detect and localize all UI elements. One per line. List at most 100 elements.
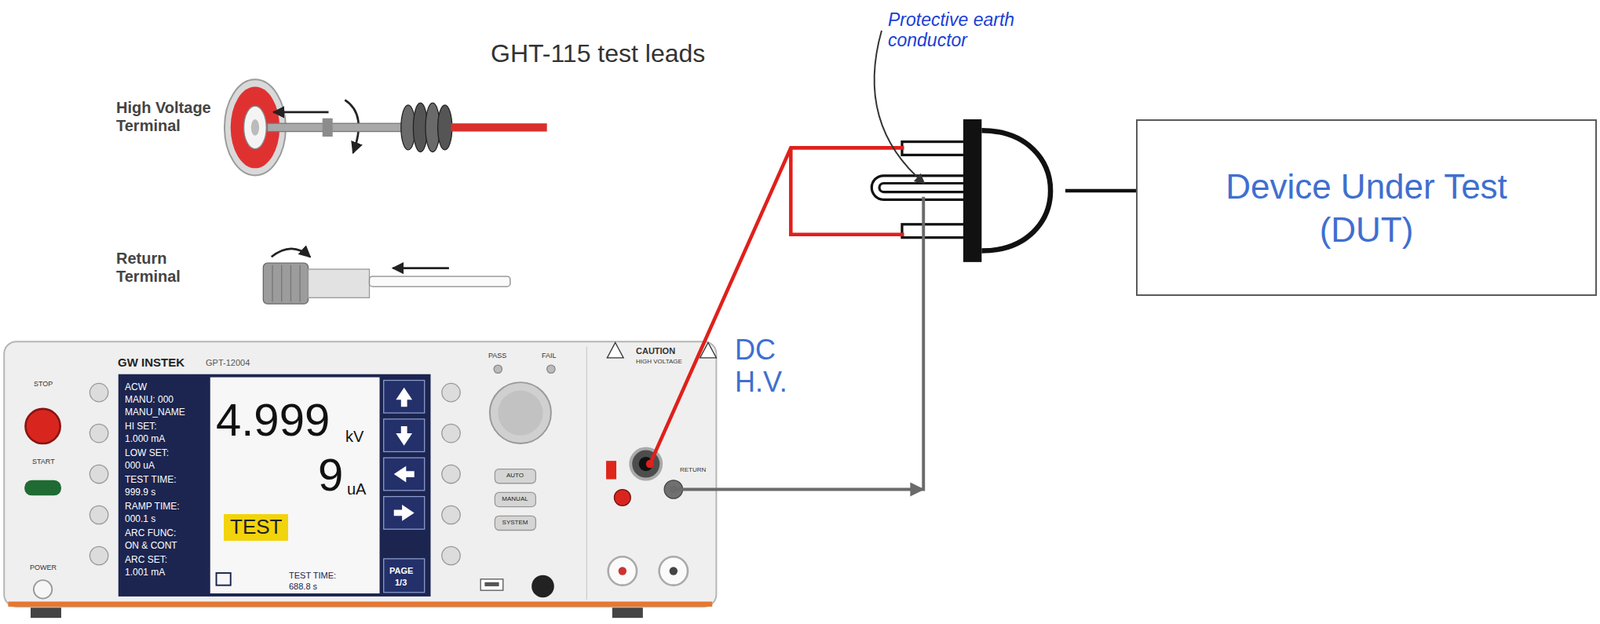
mains-plug <box>963 119 982 263</box>
safety-analyzer <box>30 607 62 618</box>
safety-analyzer <box>618 566 627 575</box>
safety-analyzer <box>489 382 552 444</box>
terminal-label: Return Terminal <box>116 249 219 286</box>
button-label: PAGE <box>389 566 413 577</box>
safety-analyzer <box>612 607 643 618</box>
unit-label: uA <box>347 480 366 499</box>
safety-analyzer <box>89 505 108 524</box>
high-voltage-wire <box>646 147 905 468</box>
voltage-label: DC H.V. <box>734 333 810 399</box>
screen-text: LOW SET: <box>124 448 169 460</box>
test-lead-plug <box>450 123 547 132</box>
safety-analyzer <box>442 383 461 402</box>
return-terminal <box>263 263 308 304</box>
return-terminal <box>271 248 311 257</box>
return-wire <box>673 197 924 490</box>
screen-text: TEST TIME: <box>288 570 337 581</box>
button-label: STOP <box>33 379 53 388</box>
mains-plug <box>875 119 1137 263</box>
mains-plug <box>981 130 1051 251</box>
safety-analyzer <box>480 579 504 591</box>
safety-analyzer <box>659 556 688 585</box>
return-terminal <box>392 266 449 270</box>
button-label: 1/3 <box>394 577 407 589</box>
safety-analyzer <box>383 558 425 593</box>
safety-analyzer <box>210 377 380 594</box>
warning-label: HIGH VOLTAGE <box>635 357 683 366</box>
safety-analyzer <box>118 374 432 597</box>
safety-analyzer <box>25 409 60 444</box>
mains-plug <box>875 179 968 197</box>
safety-analyzer <box>531 575 555 599</box>
brand-label: GW INSTEK <box>117 355 185 369</box>
safety-analyzer <box>494 492 536 507</box>
insert-arrow <box>273 111 329 114</box>
test-lead-plug <box>267 102 548 152</box>
test-lead-plug <box>267 123 405 132</box>
device-box: Device Under Test (DUT) <box>1136 119 1597 296</box>
test-lead-plug <box>322 118 333 137</box>
safety-analyzer <box>89 423 108 443</box>
mains-plug <box>902 224 968 238</box>
mains-plug <box>1065 189 1137 194</box>
safety-analyzer <box>608 556 637 585</box>
return-terminal <box>290 265 292 303</box>
return-terminal <box>308 269 370 298</box>
screen-text: ACW <box>124 382 147 394</box>
terminal-label: RETURN <box>679 466 706 474</box>
button-label: SYSTEM <box>494 518 536 527</box>
leader-line <box>874 30 925 184</box>
safety-analyzer <box>669 566 678 575</box>
safety-analyzer <box>484 582 499 587</box>
safety-analyzer <box>606 342 624 358</box>
voltage-readout: 4.999 <box>215 394 330 447</box>
screen-text: ARC SET: <box>124 555 168 567</box>
safety-analyzer <box>494 469 536 484</box>
safety-analyzer <box>586 347 588 600</box>
return-wire <box>669 485 677 494</box>
return-terminal <box>263 248 511 304</box>
screen-text: MANU: 000 <box>124 394 174 406</box>
status-badge: TEST <box>223 514 289 541</box>
return-wire <box>909 482 925 497</box>
safety-analyzer <box>394 504 415 522</box>
safety-analyzer <box>89 383 108 402</box>
screen-text: 1.000 mA <box>124 434 165 446</box>
safety-analyzer <box>33 580 52 599</box>
safety-analyzer <box>613 489 631 507</box>
callout-label: Protective earth conductor <box>887 9 1038 52</box>
indicator-label: PASS <box>488 351 507 360</box>
mains-plug <box>902 142 968 156</box>
screen-text: 688.8 s <box>288 581 318 592</box>
return-terminal <box>281 265 282 303</box>
safety-analyzer <box>494 515 536 530</box>
safety-analyzer <box>383 457 425 491</box>
safety-analyzer <box>394 466 415 483</box>
button-label: START <box>32 457 55 466</box>
current-readout: 9 <box>317 449 344 502</box>
safety-analyzer <box>547 365 556 373</box>
safety-analyzer <box>442 546 461 565</box>
safety-analyzer <box>497 390 543 436</box>
high-voltage-terminal <box>244 105 267 150</box>
safety-analyzer <box>395 426 413 446</box>
safety-analyzer <box>383 419 425 453</box>
screen-text: TEST TIME: <box>124 474 177 486</box>
safety-analyzer <box>493 365 502 373</box>
return-terminal <box>369 276 511 287</box>
test-lead-plug <box>438 105 453 150</box>
return-terminal <box>299 265 300 303</box>
safety-analyzer <box>89 546 108 565</box>
safety-analyzer <box>442 505 461 524</box>
heading-label: GHT-115 test leads <box>490 39 706 69</box>
safety-analyzer <box>89 464 108 483</box>
high-voltage-wire <box>646 460 654 468</box>
safety-analyzer <box>442 423 461 443</box>
screen-text: 000.1 s <box>124 514 156 526</box>
screen-text: MANU_NAME <box>124 407 186 419</box>
safety-analyzer <box>3 341 716 618</box>
unit-label: kV <box>345 427 364 446</box>
button-label: MANUAL <box>494 495 536 503</box>
safety-analyzer <box>216 573 231 586</box>
safety-analyzer <box>395 387 413 408</box>
